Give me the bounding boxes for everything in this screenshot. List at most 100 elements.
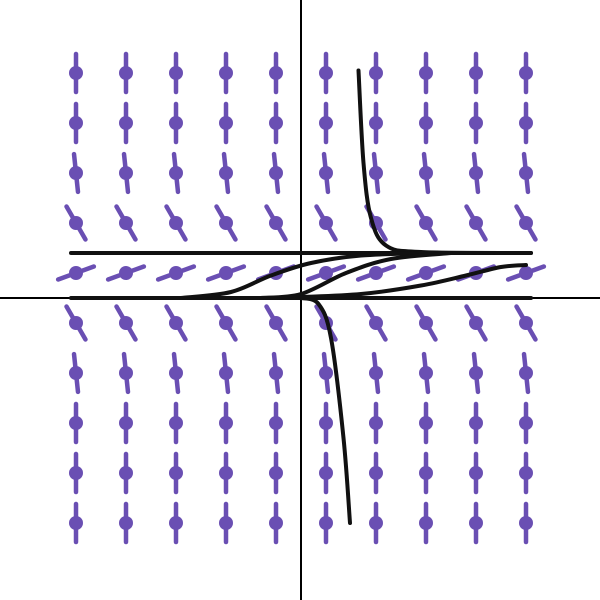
slope-segment-dot (519, 366, 533, 380)
slope-segment (205, 264, 247, 282)
slope-segment-dot (219, 216, 233, 230)
slope-segment (169, 51, 183, 95)
slope-segment-dot (69, 466, 83, 480)
slope-segment-dot (369, 466, 383, 480)
slope-segment (269, 51, 283, 95)
slope-segment (264, 304, 288, 342)
slope-segment (169, 351, 183, 395)
slope-segment (119, 401, 133, 445)
slope-segment (519, 401, 533, 445)
slope-segment (64, 304, 88, 342)
slope-segment-dot (369, 66, 383, 80)
slope-segment (269, 451, 283, 495)
slope-segment (219, 51, 233, 95)
slope-segment-dot (319, 516, 333, 530)
slope-segment-dot (169, 516, 183, 530)
slope-segment-dot (169, 316, 183, 330)
slope-segment-dot (119, 366, 133, 380)
slope-segment-dot (469, 466, 483, 480)
slope-segment (119, 101, 133, 145)
slope-segment (419, 451, 433, 495)
slope-segment (164, 304, 188, 342)
slope-segment (314, 204, 338, 242)
slope-segment (119, 501, 133, 545)
slope-segment (464, 304, 488, 342)
slope-segment (155, 264, 197, 282)
slope-segment-dot (269, 466, 283, 480)
slope-segment-dot (419, 116, 433, 130)
slope-segment-dot (69, 416, 83, 430)
slope-segment-dot (469, 516, 483, 530)
slope-segment (319, 401, 333, 445)
slope-segment (369, 401, 383, 445)
slope-segment-dot (119, 166, 133, 180)
slope-segment-dot (119, 66, 133, 80)
slope-segment-dot (219, 166, 233, 180)
slope-segment (419, 401, 433, 445)
slope-segment-dot (369, 416, 383, 430)
slope-segment (319, 151, 333, 195)
slope-segment-dot (269, 116, 283, 130)
slope-segment-dot (419, 316, 433, 330)
slope-segment-dot (69, 116, 83, 130)
slope-segment (469, 351, 483, 395)
solution-curve-curve-mid-3 (299, 263, 528, 299)
slope-segment-dot (69, 266, 83, 280)
slope-segment (164, 204, 188, 242)
slope-segment-dot (469, 116, 483, 130)
slope-segment-dot (519, 266, 533, 280)
slope-segment-dot (219, 366, 233, 380)
slope-segment-dot (269, 166, 283, 180)
slope-segment (419, 351, 433, 395)
slope-segment (519, 51, 533, 95)
slope-segment-dot (119, 516, 133, 530)
slope-segment-dot (269, 216, 283, 230)
slope-segment (114, 304, 138, 342)
slope-segment (219, 101, 233, 145)
slope-segment (64, 204, 88, 242)
slope-segment (105, 264, 147, 282)
slope-segment (69, 451, 83, 495)
slope-segment (269, 401, 283, 445)
slope-segment (369, 351, 383, 395)
slope-segment-dot (169, 366, 183, 380)
slope-segment-dot (319, 416, 333, 430)
slope-segment (319, 501, 333, 545)
slope-segment-dot (319, 266, 333, 280)
slope-segment-dot (69, 316, 83, 330)
slope-segment (269, 101, 283, 145)
slope-segment-dot (519, 66, 533, 80)
slope-segment-dot (169, 466, 183, 480)
slope-segment (369, 501, 383, 545)
slope-segment-dot (369, 366, 383, 380)
slope-segment (419, 101, 433, 145)
slope-segment (219, 451, 233, 495)
slope-segment-dot (369, 116, 383, 130)
slope-segment-dot (169, 116, 183, 130)
slope-segment (505, 264, 547, 282)
slope-segment-dot (519, 166, 533, 180)
slope-segment (369, 151, 383, 195)
slope-segment-dot (119, 316, 133, 330)
slope-segment (469, 451, 483, 495)
slope-segment-dot (519, 416, 533, 430)
slope-segment (469, 51, 483, 95)
slope-segment-dot (119, 216, 133, 230)
slope-segment (69, 351, 83, 395)
slope-segment (305, 264, 347, 282)
slope-segment-dot (319, 466, 333, 480)
slope-segment (119, 151, 133, 195)
slope-segment (364, 304, 388, 342)
slope-segment-dot (319, 66, 333, 80)
slope-segment-dot (469, 216, 483, 230)
slope-field (55, 51, 547, 545)
solution-curves (69, 68, 533, 525)
slope-segment (69, 101, 83, 145)
slope-segment (519, 501, 533, 545)
slope-segment (355, 264, 397, 282)
slope-segment (319, 451, 333, 495)
slope-segment-dot (519, 466, 533, 480)
slope-segment-dot (219, 316, 233, 330)
slope-segment (219, 151, 233, 195)
